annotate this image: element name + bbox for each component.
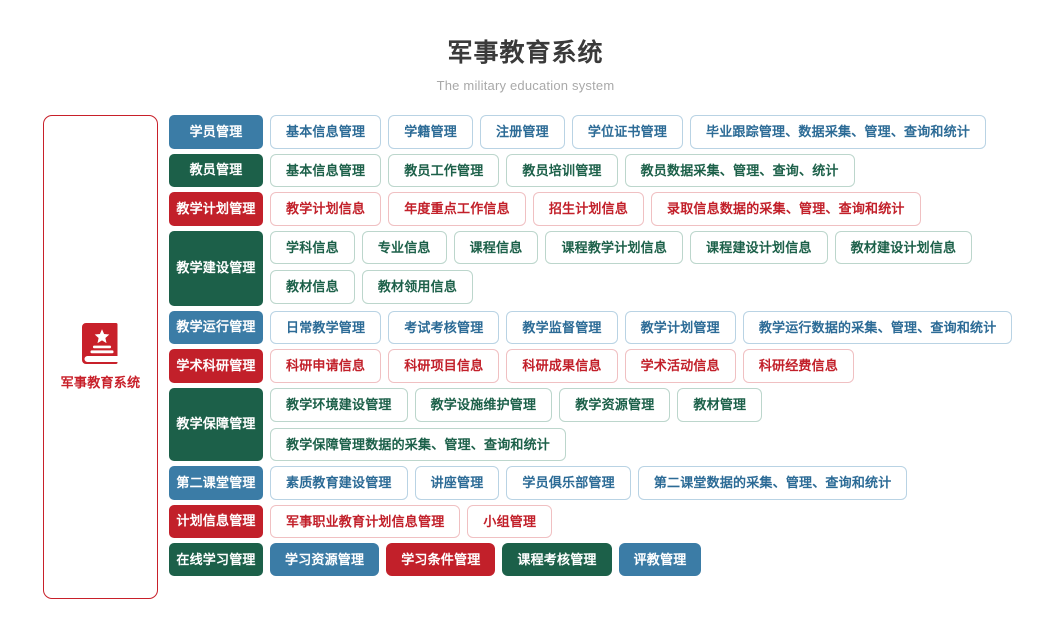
module-item[interactable]: 教学资源管理 [559,387,671,422]
module-item[interactable]: 评教管理 [618,543,702,577]
module-row: 教学建设管理学科信息专业信息课程信息课程教学计划信息课程建设计划信息教材建设计划… [169,230,1051,306]
module-item[interactable]: 讲座管理 [414,466,500,500]
module-item[interactable]: 教学监督管理 [506,310,618,345]
module-item[interactable]: 基本信息管理 [270,153,382,188]
main-content: 军事教育系统 学员管理基本信息管理学籍管理注册管理学位证书管理毕业跟踪管理、数据… [0,93,1051,599]
module-item[interactable]: 科研成果信息 [506,349,618,383]
category-button[interactable]: 计划信息管理 [169,504,263,539]
module-item[interactable]: 课程信息 [453,230,539,265]
module-item-list: 基本信息管理教员工作管理教员培训管理教员数据采集、管理、查询、统计 [270,153,1051,188]
module-item[interactable]: 学员俱乐部管理 [506,466,631,500]
module-item[interactable]: 学习资源管理 [270,543,380,577]
sidebar-system-card[interactable]: 军事教育系统 [43,115,158,599]
module-item[interactable]: 科研项目信息 [388,349,500,383]
module-item-list: 学科信息专业信息课程信息课程教学计划信息课程建设计划信息教材建设计划信息教材信息… [270,230,1051,306]
module-item[interactable]: 考试考核管理 [388,310,500,345]
module-item-list: 素质教育建设管理讲座管理学员俱乐部管理第二课堂数据的采集、管理、查询和统计 [270,466,1051,500]
module-item[interactable]: 教学计划管理 [624,310,736,345]
module-row: 在线学习管理学习资源管理学习条件管理课程考核管理评教管理 [169,543,1051,577]
module-item[interactable]: 课程建设计划信息 [690,230,828,265]
module-row: 学术科研管理科研申请信息科研项目信息科研成果信息学术活动信息科研经费信息 [169,349,1051,383]
category-button[interactable]: 教学运行管理 [169,310,263,345]
module-item[interactable]: 学籍管理 [388,115,474,149]
module-item[interactable]: 科研经费信息 [742,349,855,383]
module-item-list: 学习资源管理学习条件管理课程考核管理评教管理 [270,543,1051,577]
category-button[interactable]: 教员管理 [169,153,263,188]
module-item[interactable]: 专业信息 [361,230,447,265]
module-item-list: 基本信息管理学籍管理注册管理学位证书管理毕业跟踪管理、数据采集、管理、查询和统计 [270,115,1051,149]
module-item[interactable]: 录取信息数据的采集、管理、查询和统计 [651,192,921,226]
module-item[interactable]: 教学运行数据的采集、管理、查询和统计 [742,310,1013,345]
module-item[interactable]: 教学计划信息 [270,192,382,226]
module-item[interactable]: 毕业跟踪管理、数据采集、管理、查询和统计 [690,115,987,149]
module-item[interactable]: 课程教学计划信息 [545,230,684,265]
module-item[interactable]: 教员培训管理 [506,153,618,188]
module-item[interactable]: 招生计划信息 [532,192,645,226]
module-item[interactable]: 学位证书管理 [571,115,684,149]
module-item[interactable]: 注册管理 [480,115,565,149]
module-item[interactable]: 课程考核管理 [502,543,612,577]
page-title: 军事教育系统 [447,39,604,67]
module-item[interactable]: 教学环境建设管理 [270,387,408,422]
module-item[interactable]: 学术活动信息 [624,349,736,383]
sidebar-system-label: 军事教育系统 [60,375,141,390]
module-item[interactable]: 基本信息管理 [270,115,382,149]
module-item[interactable]: 日常教学管理 [270,310,382,345]
module-item[interactable]: 教员工作管理 [388,153,500,188]
module-item[interactable]: 教材建设计划信息 [834,230,973,265]
sidebar-inner: 军事教育系统 [61,323,141,391]
module-row: 学员管理基本信息管理学籍管理注册管理学位证书管理毕业跟踪管理、数据采集、管理、查… [169,115,1051,149]
module-row: 教学保障管理教学环境建设管理教学设施维护管理教学资源管理教材管理教学保障管理数据… [169,387,1051,462]
category-button[interactable]: 学术科研管理 [169,349,263,383]
category-button[interactable]: 第二课堂管理 [169,466,263,500]
module-row: 第二课堂管理素质教育建设管理讲座管理学员俱乐部管理第二课堂数据的采集、管理、查询… [169,466,1051,500]
module-item[interactable]: 教材管理 [677,387,763,422]
module-item-list: 教学计划信息年度重点工作信息招生计划信息录取信息数据的采集、管理、查询和统计 [270,192,1051,226]
module-item[interactable]: 学科信息 [270,230,355,265]
module-item[interactable]: 教材信息 [270,270,355,304]
module-item[interactable]: 教材领用信息 [361,270,474,304]
category-button[interactable]: 在线学习管理 [169,543,263,577]
page-header: 军事教育系统 The military education system [0,0,1051,93]
book-star-icon [81,323,120,364]
category-button[interactable]: 教学建设管理 [169,230,263,306]
module-row: 计划信息管理军事职业教育计划信息管理小组管理 [169,504,1051,539]
category-button[interactable]: 学员管理 [169,115,263,149]
module-row: 教学运行管理日常教学管理考试考核管理教学监督管理教学计划管理教学运行数据的采集、… [169,310,1051,345]
module-item[interactable]: 教员数据采集、管理、查询、统计 [624,153,855,188]
module-item[interactable]: 教学设施维护管理 [414,387,553,422]
module-item-list: 科研申请信息科研项目信息科研成果信息学术活动信息科研经费信息 [270,349,1051,383]
module-item[interactable]: 教学保障管理数据的采集、管理、查询和统计 [270,427,567,462]
module-item-list: 军事职业教育计划信息管理小组管理 [270,504,1051,539]
module-item[interactable]: 军事职业教育计划信息管理 [270,504,461,539]
module-item-list: 日常教学管理考试考核管理教学监督管理教学计划管理教学运行数据的采集、管理、查询和… [270,310,1051,345]
category-button[interactable]: 教学保障管理 [169,387,263,462]
module-row: 教员管理基本信息管理教员工作管理教员培训管理教员数据采集、管理、查询、统计 [169,153,1051,188]
module-item[interactable]: 科研申请信息 [270,349,382,383]
category-button[interactable]: 教学计划管理 [169,192,263,226]
module-item[interactable]: 年度重点工作信息 [388,192,526,226]
module-item[interactable]: 素质教育建设管理 [270,466,408,500]
module-item-list: 教学环境建设管理教学设施维护管理教学资源管理教材管理教学保障管理数据的采集、管理… [270,387,1051,462]
module-item[interactable]: 小组管理 [467,504,553,539]
module-rows: 学员管理基本信息管理学籍管理注册管理学位证书管理毕业跟踪管理、数据采集、管理、查… [169,115,1051,599]
page-subtitle: The military education system [436,78,615,93]
module-item[interactable]: 第二课堂数据的采集、管理、查询和统计 [637,466,908,500]
module-row: 教学计划管理教学计划信息年度重点工作信息招生计划信息录取信息数据的采集、管理、查… [169,192,1051,226]
module-item[interactable]: 学习条件管理 [386,543,496,577]
